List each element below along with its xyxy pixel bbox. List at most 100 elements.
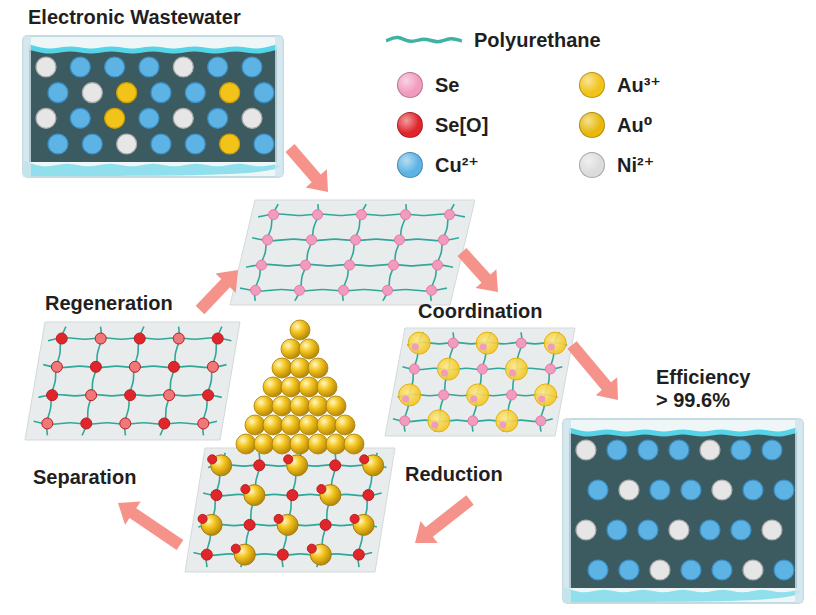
se-oxide-site xyxy=(51,361,62,372)
panel-sheet xyxy=(25,322,240,440)
beaker-heading: Efficiency > 99.6% xyxy=(656,366,761,412)
cu-ion xyxy=(681,560,701,580)
se-oxide-site xyxy=(274,514,283,523)
gold-sphere xyxy=(272,396,292,416)
legend-label: Cu²⁺ xyxy=(435,154,479,177)
se-site xyxy=(536,416,546,426)
au3-ion xyxy=(535,384,557,406)
beaker-base xyxy=(24,161,280,176)
gold-sphere xyxy=(326,434,346,454)
legend-swatch xyxy=(579,112,605,138)
se-site xyxy=(480,344,487,351)
cu-ion xyxy=(48,83,68,103)
network-panel xyxy=(385,328,575,436)
se-site xyxy=(433,260,443,270)
se-oxide-site xyxy=(231,544,240,553)
process-arrow xyxy=(458,248,498,292)
gold-sphere xyxy=(263,415,283,435)
beaker xyxy=(22,35,284,178)
gold-sphere xyxy=(299,339,319,359)
ni-ion xyxy=(117,134,137,154)
water xyxy=(29,49,277,162)
ni-ion xyxy=(650,560,670,580)
se-site xyxy=(257,260,267,270)
ni-ion xyxy=(36,57,56,77)
au3-ion xyxy=(544,332,566,354)
se-oxide-site xyxy=(120,418,131,429)
se-oxide-site xyxy=(277,549,288,560)
legend-label: Ni²⁺ xyxy=(617,154,654,177)
se-oxide-site xyxy=(159,418,170,429)
cu-ion xyxy=(743,480,763,500)
cu-ion xyxy=(151,134,171,154)
beaker-wall xyxy=(795,419,803,603)
beaker-base xyxy=(564,587,800,602)
se-site xyxy=(448,338,458,348)
ni-ion xyxy=(712,480,732,500)
se-oxide-site xyxy=(164,390,175,401)
water-surface xyxy=(569,430,797,434)
polyurethane-line xyxy=(386,37,462,41)
gold-pyramid xyxy=(236,320,364,454)
se-oxide-site xyxy=(307,544,316,553)
gold-sphere xyxy=(299,377,319,397)
cu-ion xyxy=(700,520,720,540)
process-arrow xyxy=(196,270,238,314)
cu-ion xyxy=(208,57,228,77)
step-label-box: Reduction xyxy=(405,463,503,486)
legend-swatch xyxy=(579,152,605,178)
se-site xyxy=(351,235,361,245)
se-oxide-site xyxy=(284,455,293,464)
beaker-node: Electronic Wastewater xyxy=(22,6,284,178)
cu-ion xyxy=(242,57,262,77)
cu-ion xyxy=(731,520,751,540)
beaker-heading: Electronic Wastewater xyxy=(28,6,286,29)
step-label-box: Coordination xyxy=(418,300,542,323)
cu-ion xyxy=(588,560,608,580)
network-panel xyxy=(230,200,475,305)
se-site xyxy=(409,364,419,374)
se-oxide-site xyxy=(244,519,255,530)
cu-ion xyxy=(669,440,689,460)
cu-ion xyxy=(70,57,90,77)
cu-ion xyxy=(208,108,228,128)
cu-ion xyxy=(650,480,670,500)
se-site xyxy=(251,285,261,295)
se-oxide-site xyxy=(330,460,341,471)
legend-entry: Ni²⁺ xyxy=(579,152,654,178)
step-label: Regeneration xyxy=(45,292,173,314)
cu-ion xyxy=(712,560,732,580)
ni-ion xyxy=(743,560,763,580)
legend-swatch xyxy=(397,112,423,138)
cu-ion xyxy=(151,83,171,103)
legend-label: Au³⁺ xyxy=(617,74,661,97)
au3-ion xyxy=(467,384,489,406)
au3-ion xyxy=(437,358,459,380)
legend-entry: Se[O] xyxy=(397,112,488,138)
legend-swatch xyxy=(397,152,423,178)
beaker-wall xyxy=(23,36,31,177)
se-site xyxy=(301,260,311,270)
se-oxide-site xyxy=(207,361,218,372)
au3-ion xyxy=(496,410,518,432)
se-site xyxy=(383,285,393,295)
se-oxide-site xyxy=(56,333,67,344)
se-site xyxy=(263,235,273,245)
se-site xyxy=(295,285,305,295)
cu-ion xyxy=(774,560,794,580)
ni-ion xyxy=(576,520,596,540)
cu-ion xyxy=(82,134,102,154)
step-label-box: Regeneration xyxy=(45,292,173,315)
au3-ion xyxy=(105,108,125,128)
process-arrow xyxy=(415,495,474,543)
se-site xyxy=(357,210,367,220)
gold-sphere xyxy=(263,377,283,397)
se-oxide-site xyxy=(360,455,369,464)
se-site xyxy=(439,390,449,400)
legend-entry: Polyurethane xyxy=(386,29,601,52)
se-oxide-site xyxy=(208,455,217,464)
se-site xyxy=(545,364,555,374)
se-oxide-site xyxy=(198,514,207,523)
se-oxide-site xyxy=(201,549,212,560)
